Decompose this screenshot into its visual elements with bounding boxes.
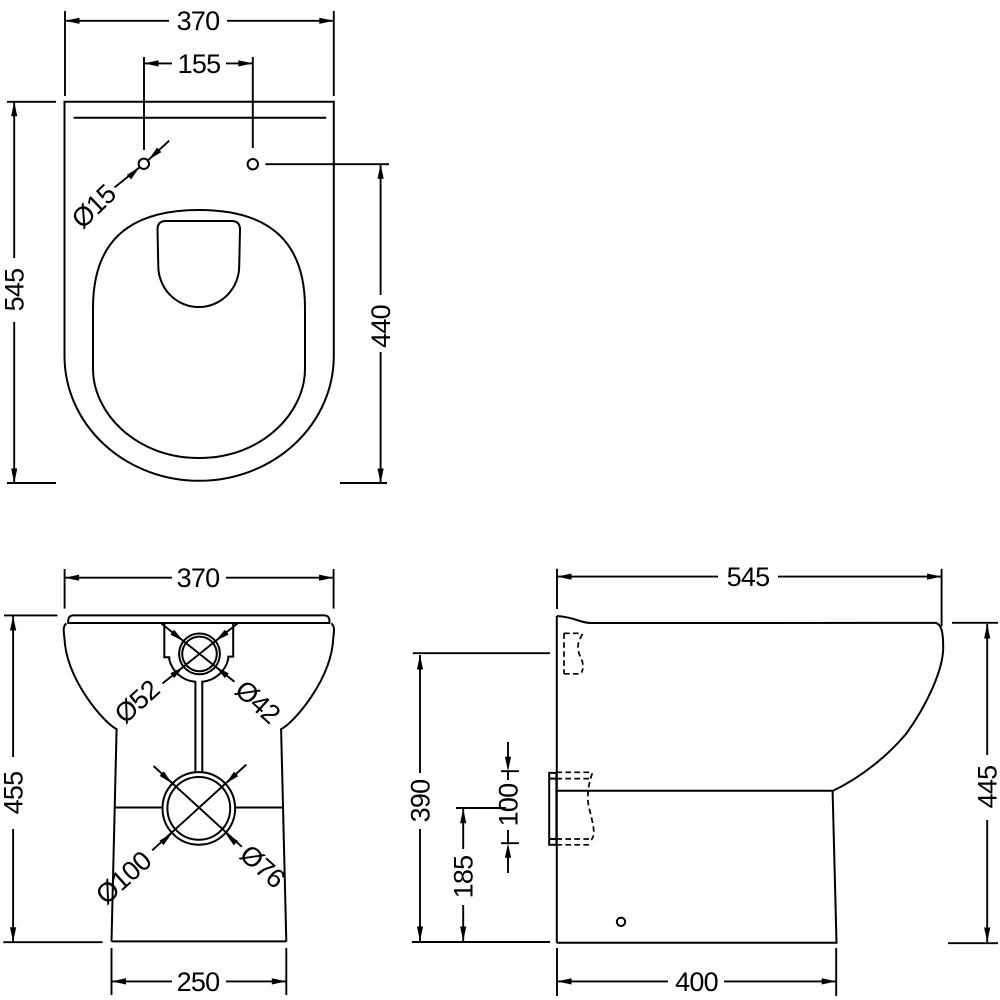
svg-text:185: 185: [449, 856, 479, 899]
svg-text:155: 155: [178, 49, 221, 79]
svg-text:545: 545: [0, 269, 30, 312]
svg-text:100: 100: [493, 784, 523, 827]
svg-text:445: 445: [973, 766, 1000, 809]
svg-text:250: 250: [177, 967, 220, 997]
svg-text:545: 545: [727, 562, 770, 592]
svg-text:370: 370: [177, 6, 220, 36]
svg-text:455: 455: [0, 772, 29, 815]
svg-text:390: 390: [405, 780, 435, 823]
svg-text:370: 370: [177, 563, 220, 593]
svg-text:400: 400: [675, 967, 718, 997]
svg-text:440: 440: [366, 305, 396, 348]
